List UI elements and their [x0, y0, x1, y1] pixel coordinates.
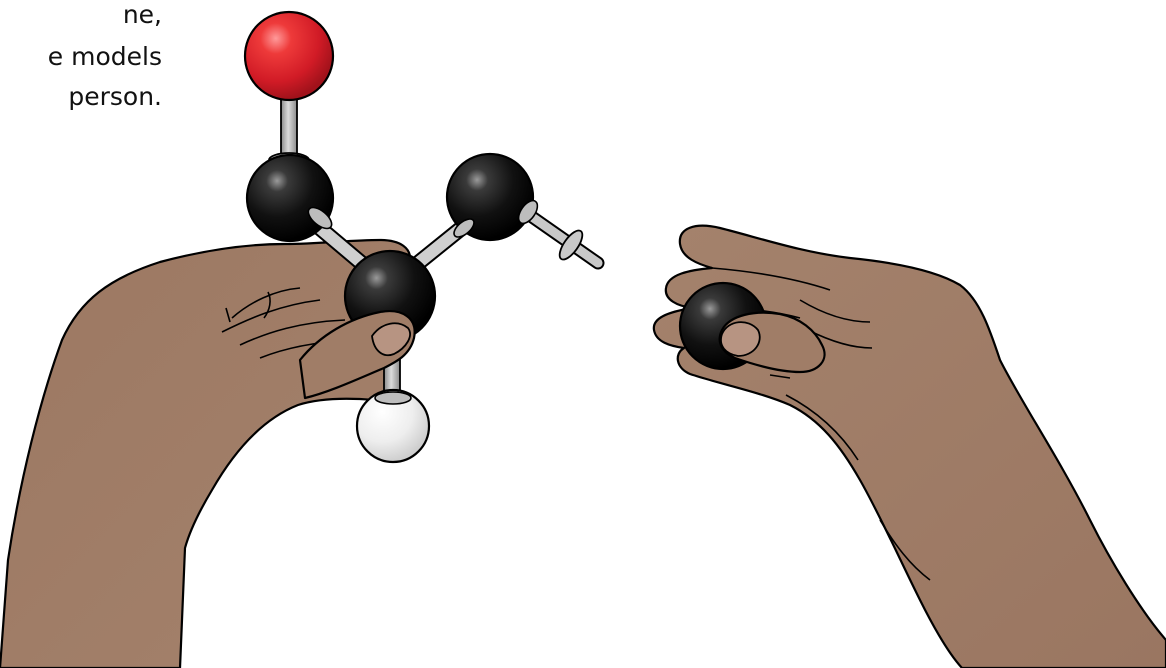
left-hand-crease-1 — [231, 287, 301, 319]
hydrogen-atom — [355, 388, 431, 464]
right-hand-thumb-crease — [769, 374, 791, 379]
caption-line-2: e models — [47, 42, 162, 71]
right-hand-wrist-line — [879, 519, 931, 581]
caption-line-3: person. — [68, 82, 162, 111]
left-hand-index-line — [225, 307, 231, 323]
caption-line-1: ne, — [122, 0, 162, 29]
right-thumbnail — [720, 321, 761, 357]
carbon-top-socket — [307, 206, 333, 230]
right-hand-palm-crease — [785, 394, 859, 461]
peg-flange — [558, 229, 584, 261]
left-thumb — [298, 310, 416, 400]
oxygen-atom — [243, 10, 335, 102]
carbon-atom-top — [245, 153, 335, 243]
molecule-atoms — [243, 10, 539, 464]
right-thumb — [718, 311, 826, 374]
hydrogen-socket — [374, 391, 412, 405]
left-thumbnail — [371, 322, 411, 357]
left-hand-crease-3 — [239, 319, 346, 346]
right-hand-finger-line-1 — [711, 267, 831, 291]
carbon-right-socket — [517, 199, 539, 225]
right-hand-knuckle-1 — [799, 299, 871, 323]
caption-text: ne, e models person. — [0, 0, 170, 140]
carbon-right-lower-socket — [453, 218, 475, 238]
left-hand-knuckle-mark — [263, 291, 271, 319]
